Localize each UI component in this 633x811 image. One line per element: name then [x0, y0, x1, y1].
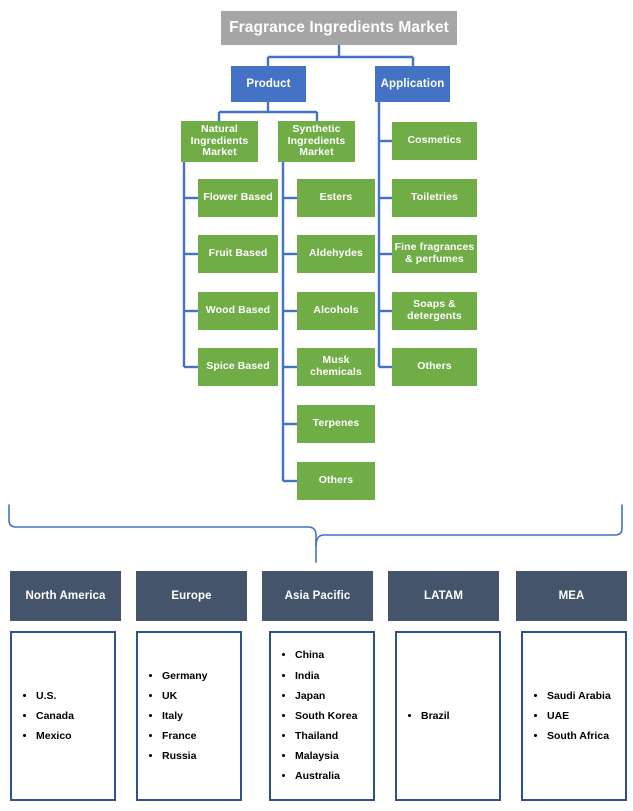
- country-item: Thailand: [295, 726, 357, 746]
- node-musk-chemicals[interactable]: Musk chemicals: [297, 348, 375, 386]
- country-list: Saudi ArabiaUAESouth Africa: [523, 686, 611, 746]
- country-list: U.S.CanadaMexico: [12, 686, 74, 746]
- region-list-asia-pacific: ChinaIndiaJapanSouth KoreaThailandMalays…: [269, 631, 375, 801]
- node-fine-fragrances-perfumes[interactable]: Fine fragrances & perfumes: [392, 235, 477, 273]
- country-item: Italy: [162, 706, 208, 726]
- region-header-north-america[interactable]: North America: [10, 571, 121, 621]
- country-list: ChinaIndiaJapanSouth KoreaThailandMalays…: [271, 645, 357, 786]
- country-item: Brazil: [421, 706, 450, 726]
- node-aldehydes[interactable]: Aldehydes: [297, 235, 375, 273]
- country-item: South Africa: [547, 726, 611, 746]
- node-cosmetics[interactable]: Cosmetics: [392, 122, 477, 160]
- node-esters[interactable]: Esters: [297, 179, 375, 217]
- node-toiletries[interactable]: Toiletries: [392, 179, 477, 217]
- region-header-asia-pacific[interactable]: Asia Pacific: [262, 571, 373, 621]
- country-item: Germany: [162, 666, 208, 686]
- region-list-latam: Brazil: [395, 631, 501, 801]
- node-natural-ingredients-market[interactable]: Natural Ingredients Market: [181, 121, 258, 162]
- node-fruit-based[interactable]: Fruit Based: [198, 235, 278, 273]
- node-others-synthetic[interactable]: Others: [297, 462, 375, 500]
- country-item: Canada: [36, 706, 74, 726]
- branch-box-application[interactable]: Application: [375, 66, 450, 102]
- region-list-mea: Saudi ArabiaUAESouth Africa: [521, 631, 627, 801]
- country-item: UK: [162, 686, 208, 706]
- country-item: China: [295, 645, 357, 665]
- country-list: Brazil: [397, 706, 450, 726]
- node-wood-based[interactable]: Wood Based: [198, 292, 278, 330]
- country-item: U.S.: [36, 686, 74, 706]
- node-alcohols[interactable]: Alcohols: [297, 292, 375, 330]
- country-item: Mexico: [36, 726, 74, 746]
- country-item: Malaysia: [295, 746, 357, 766]
- node-others-application[interactable]: Others: [392, 348, 477, 386]
- country-item: Saudi Arabia: [547, 686, 611, 706]
- country-list: GermanyUKItalyFranceRussia: [138, 666, 208, 767]
- country-item: France: [162, 726, 208, 746]
- region-header-mea[interactable]: MEA: [516, 571, 627, 621]
- country-item: UAE: [547, 706, 611, 726]
- country-item: Australia: [295, 766, 357, 786]
- country-item: India: [295, 666, 357, 686]
- branch-box-product[interactable]: Product: [231, 66, 306, 102]
- node-terpenes[interactable]: Terpenes: [297, 405, 375, 443]
- node-spice-based[interactable]: Spice Based: [198, 348, 278, 386]
- region-header-latam[interactable]: LATAM: [388, 571, 499, 621]
- node-synthetic-ingredients-market[interactable]: Synthetic Ingredients Market: [278, 121, 355, 162]
- node-flower-based[interactable]: Flower Based: [198, 179, 278, 217]
- root-title-box: Fragrance Ingredients Market: [221, 11, 457, 45]
- country-item: South Korea: [295, 706, 357, 726]
- region-header-europe[interactable]: Europe: [136, 571, 247, 621]
- country-item: Japan: [295, 686, 357, 706]
- region-list-north-america: U.S.CanadaMexico: [10, 631, 116, 801]
- region-list-europe: GermanyUKItalyFranceRussia: [136, 631, 242, 801]
- node-soaps-detergents[interactable]: Soaps & detergents: [392, 292, 477, 330]
- country-item: Russia: [162, 746, 208, 766]
